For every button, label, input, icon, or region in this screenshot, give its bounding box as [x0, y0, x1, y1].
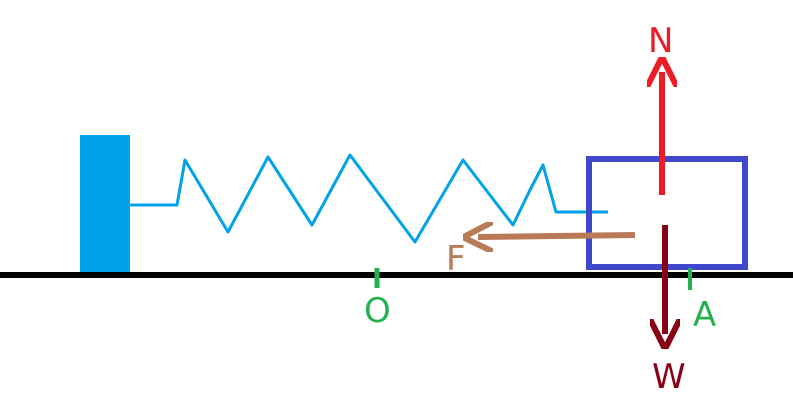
origin-label: O — [364, 291, 391, 331]
normal-force-label: N — [648, 21, 673, 61]
spring-force-arrow — [478, 235, 636, 237]
ground-line — [0, 272, 793, 278]
point-a-label: A — [693, 295, 716, 335]
spring-force-label: F — [446, 239, 466, 279]
spring — [130, 153, 608, 244]
wall — [80, 135, 130, 272]
weight-label: W — [652, 357, 686, 397]
